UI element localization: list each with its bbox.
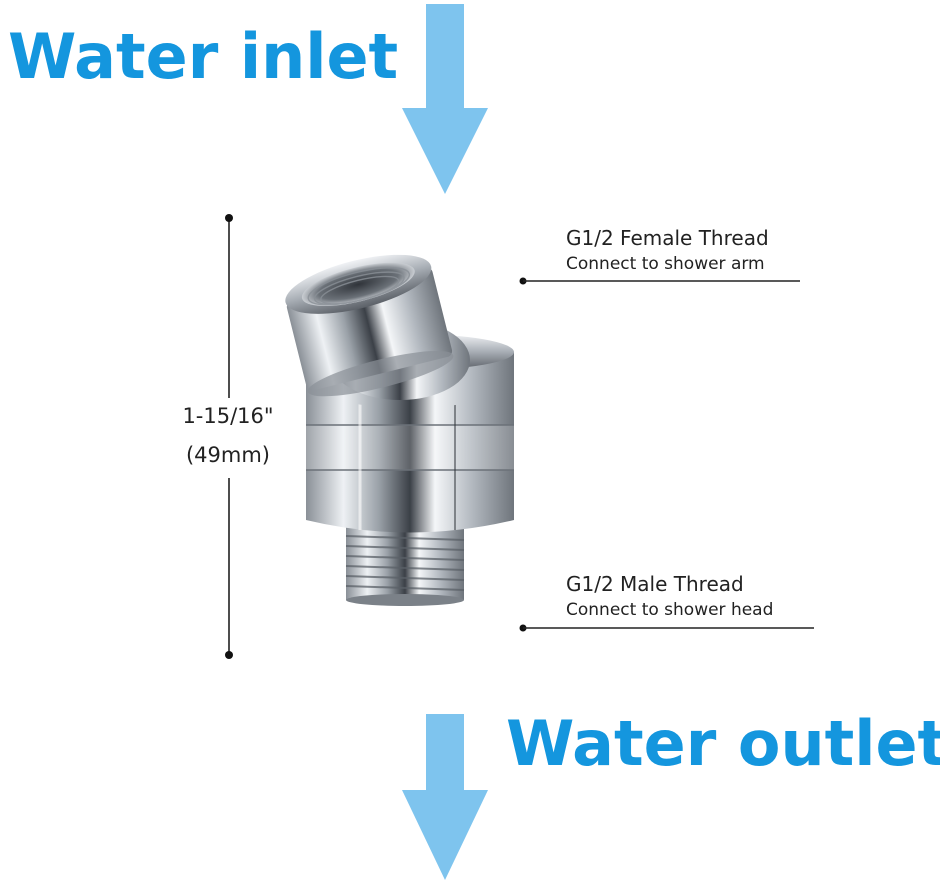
hex-nut-body <box>306 390 514 533</box>
male-thread-part <box>345 525 465 606</box>
swivel-adapter-image <box>285 254 514 606</box>
outlet-arrow-icon <box>402 714 488 880</box>
female-thread-part <box>285 254 454 397</box>
water-inlet-label: Water inlet <box>8 20 399 93</box>
male-thread-title: G1/2 Male Thread <box>566 572 744 596</box>
dimension-inches: 1-15/16" <box>182 404 274 428</box>
inlet-arrow-icon <box>402 4 488 194</box>
dimension-line <box>225 214 233 659</box>
female-thread-leader <box>519 277 800 285</box>
dimension-mm: (49mm) <box>185 443 271 467</box>
female-thread-title: G1/2 Female Thread <box>566 226 769 250</box>
female-thread-subtitle: Connect to shower arm <box>566 254 765 274</box>
male-thread-subtitle: Connect to shower head <box>566 600 774 620</box>
male-thread-leader <box>519 624 814 632</box>
water-outlet-label: Water outlet <box>506 707 940 780</box>
